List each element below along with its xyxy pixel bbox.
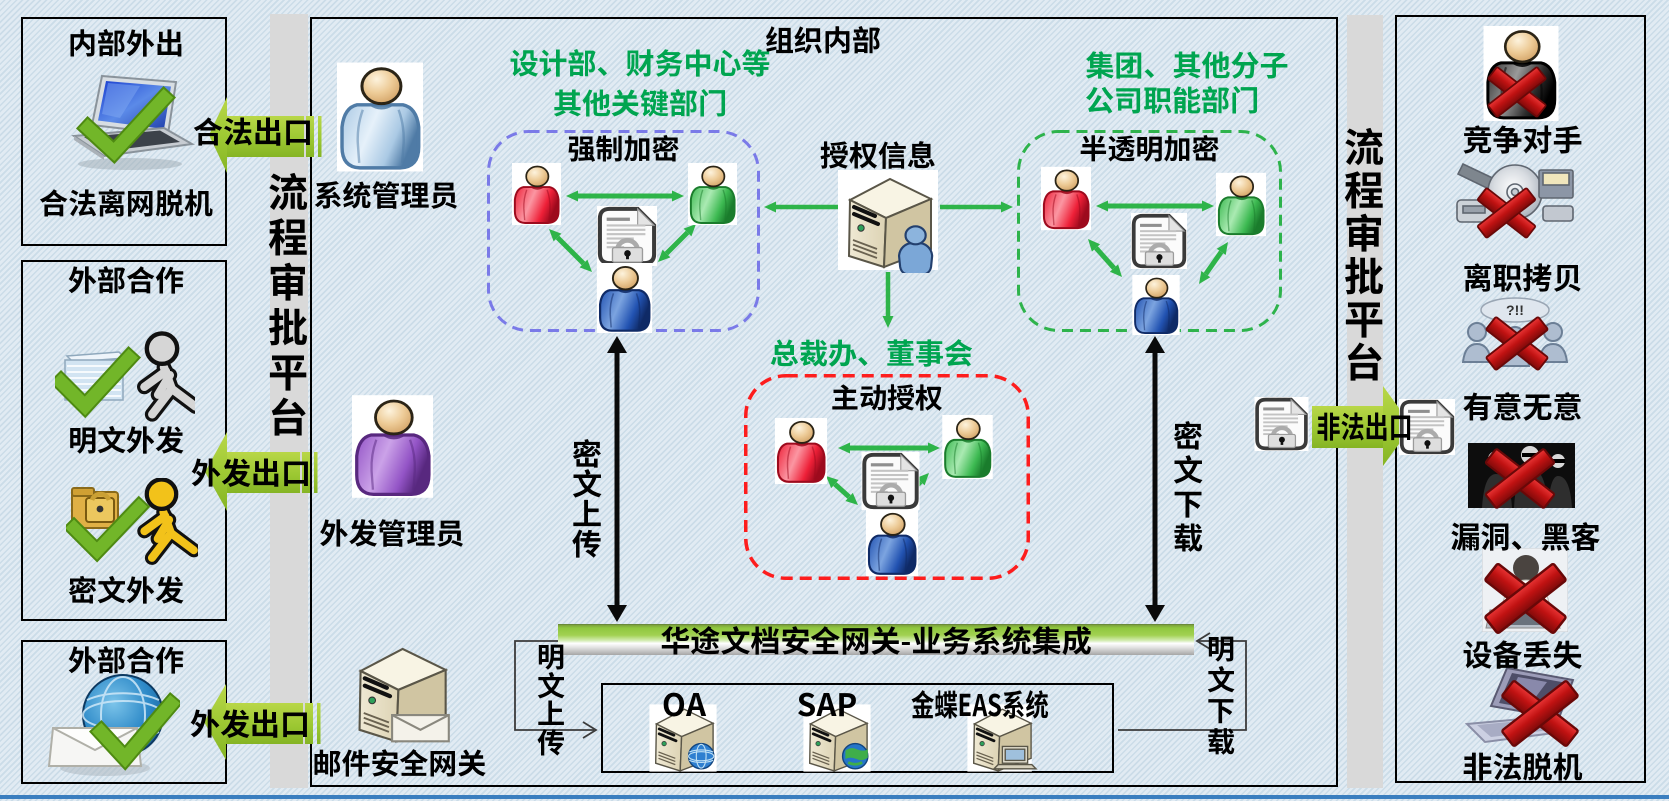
svg-text:?!!: ?!! (1506, 302, 1524, 318)
